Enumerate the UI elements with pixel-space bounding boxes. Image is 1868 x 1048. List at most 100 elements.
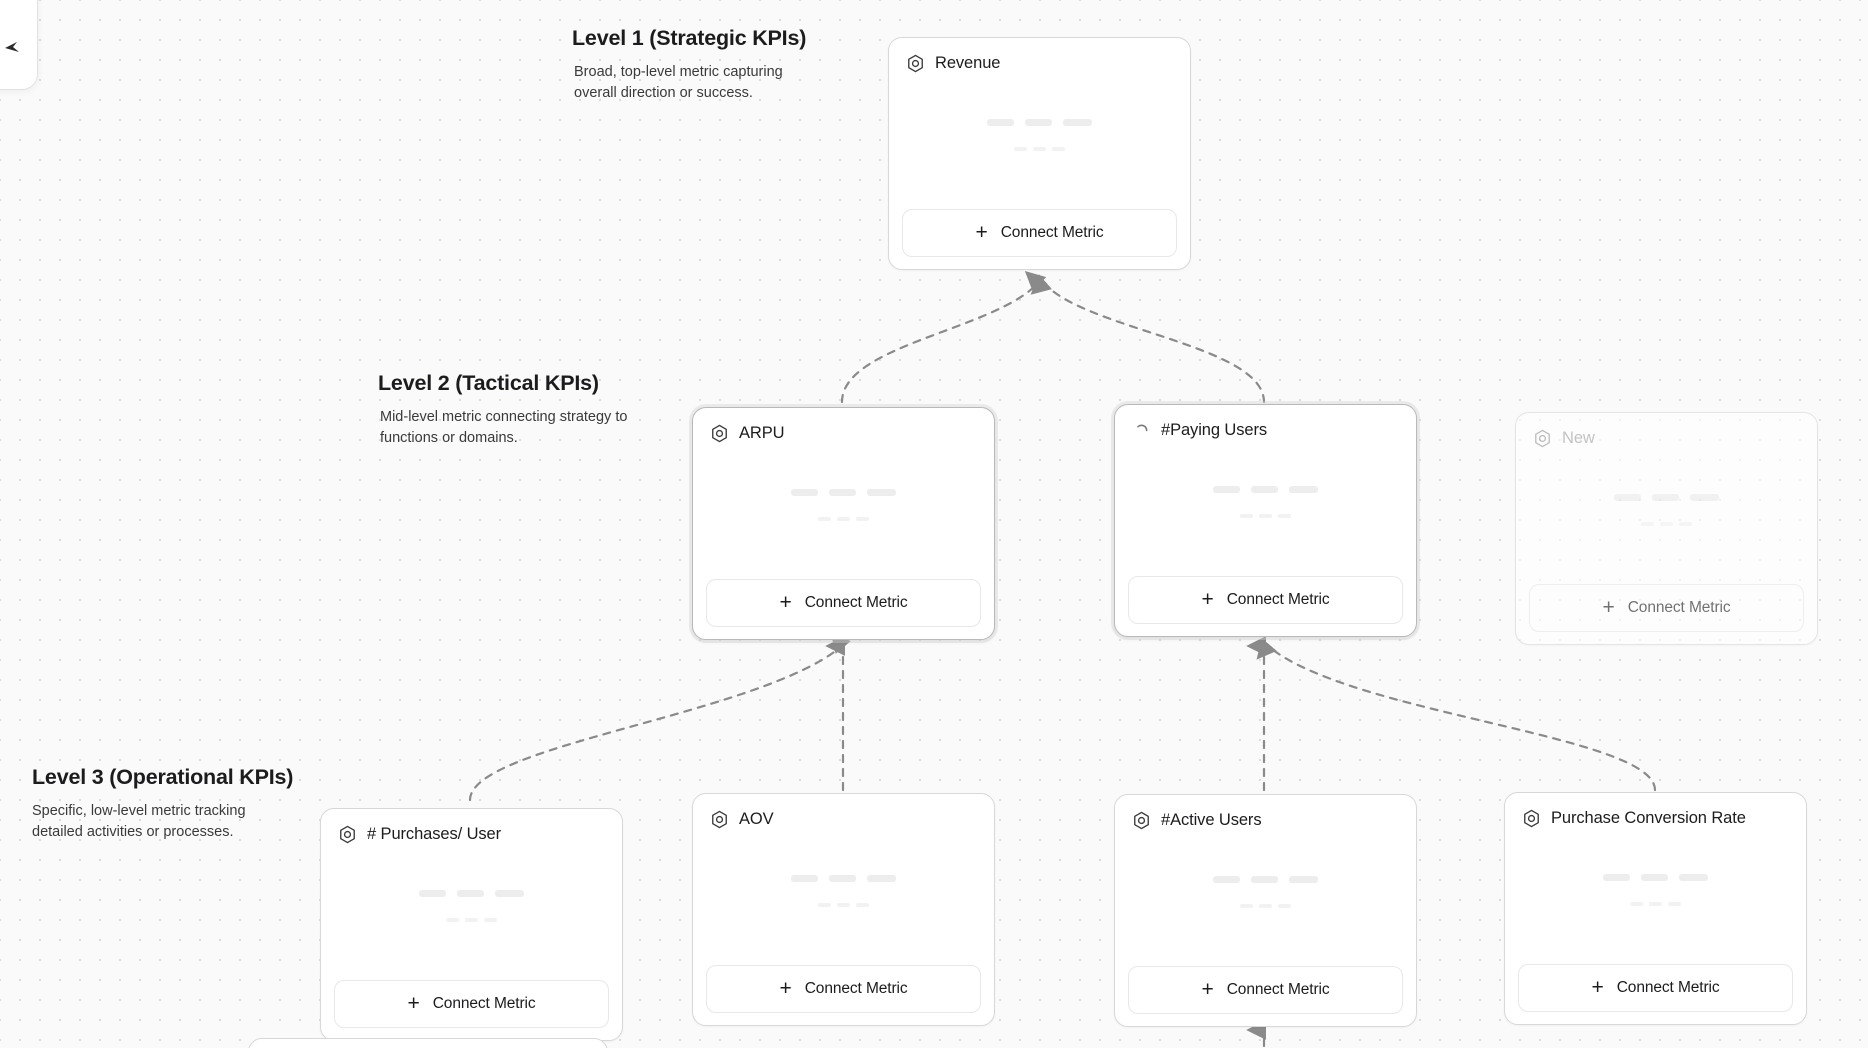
card-title: # Purchases/ User — [367, 825, 502, 843]
skeleton-row-primary — [1614, 494, 1719, 501]
metric-card-paying-users[interactable]: #Paying Users + Connect Metric — [1114, 404, 1417, 637]
skeleton-row-secondary — [818, 903, 869, 907]
metric-card-revenue[interactable]: Revenue + Connect Metric — [888, 37, 1191, 270]
card-title: ARPU — [739, 424, 785, 442]
skeleton-bar — [1014, 147, 1027, 151]
skeleton-bar — [1668, 902, 1681, 906]
offscreen-panel[interactable] — [0, 0, 38, 90]
skeleton-row-primary — [1603, 874, 1708, 881]
plus-icon: + — [779, 976, 792, 1000]
edge-payingusers-to-revenue — [1030, 274, 1266, 404]
card-header: #Paying Users — [1128, 418, 1403, 440]
skeleton-bar — [419, 890, 446, 897]
card-title: #Active Users — [1161, 811, 1262, 829]
level-3-description: Specific, low-level metric tracking deta… — [32, 803, 246, 840]
skeleton-bar — [791, 875, 818, 882]
plus-icon: + — [1201, 587, 1214, 611]
skeleton-bar — [1649, 902, 1662, 906]
skeleton-bar — [1033, 147, 1046, 151]
skeleton-row-secondary — [1014, 147, 1065, 151]
skeleton-bar — [1690, 494, 1719, 501]
skeleton-bar — [1063, 119, 1092, 126]
connect-metric-label: Connect Metric — [1616, 979, 1720, 996]
skeleton-bar — [1259, 904, 1272, 908]
skeleton-bar — [1240, 514, 1253, 518]
metric-card-purchase-conversion-rate[interactable]: Purchase Conversion Rate + Connect Metri… — [1504, 792, 1807, 1025]
skeleton-row-primary — [791, 875, 896, 882]
card-placeholder-body — [706, 443, 981, 567]
card-title: New — [1562, 429, 1595, 447]
skeleton-bar — [1652, 494, 1679, 501]
connect-metric-button[interactable]: + Connect Metric — [1518, 964, 1793, 1012]
skeleton-bar — [465, 918, 478, 922]
skeleton-bar — [867, 875, 896, 882]
metric-card-offscreen-bottom[interactable] — [248, 1038, 608, 1048]
skeleton-bar — [1213, 876, 1240, 883]
skeleton-bar — [837, 517, 850, 521]
connect-metric-button[interactable]: + Connect Metric — [1128, 576, 1403, 624]
metric-card-purchases-per-user[interactable]: # Purchases/ User + Connect Metric — [320, 808, 623, 1041]
card-title: Purchase Conversion Rate — [1551, 809, 1746, 827]
skeleton-bar — [446, 918, 459, 922]
edge-arpu-to-revenue — [840, 270, 1047, 404]
connect-metric-label: Connect Metric — [1226, 981, 1330, 998]
level-1-title: Level 1 (Strategic KPIs) — [572, 26, 807, 50]
hexagon-metric-icon — [712, 810, 727, 829]
card-header: ARPU — [706, 421, 981, 443]
plus-icon: + — [407, 991, 420, 1015]
card-header: Revenue — [902, 51, 1177, 73]
connect-metric-button[interactable]: + Connect Metric — [706, 579, 981, 627]
connect-metric-button[interactable]: + Connect Metric — [1529, 584, 1804, 632]
skeleton-bar — [1641, 522, 1654, 526]
cursor-glyph-icon — [5, 42, 19, 52]
connect-metric-button[interactable]: + Connect Metric — [1128, 966, 1403, 1014]
connect-metric-button[interactable]: + Connect Metric — [706, 965, 981, 1013]
connect-metric-button[interactable]: + Connect Metric — [334, 980, 609, 1028]
hexagon-metric-icon — [712, 424, 727, 443]
skeleton-bar — [1679, 522, 1692, 526]
plus-icon: + — [975, 220, 988, 244]
skeleton-bar — [1052, 147, 1065, 151]
card-title: #Paying Users — [1161, 421, 1267, 439]
card-placeholder-body — [1128, 830, 1403, 954]
skeleton-bar — [1025, 119, 1052, 126]
edge-conversion-to-payingusers — [1256, 638, 1657, 792]
connect-metric-label: Connect Metric — [804, 594, 908, 611]
skeleton-bar — [1679, 874, 1708, 881]
level-3-title: Level 3 (Operational KPIs) — [32, 765, 294, 789]
metric-card-new[interactable]: New + Connect Metric — [1515, 412, 1818, 645]
card-title: AOV — [739, 810, 774, 828]
skeleton-bar — [1603, 874, 1630, 881]
metric-card-aov[interactable]: AOV + Connect Metric — [692, 793, 995, 1026]
skeleton-bar — [1240, 904, 1253, 908]
hexagon-metric-icon — [908, 54, 923, 73]
metric-card-arpu[interactable]: ARPU + Connect Metric — [692, 407, 995, 640]
connect-metric-label: Connect Metric — [432, 995, 536, 1012]
connect-metric-label: Connect Metric — [1226, 591, 1330, 608]
skeleton-row-primary — [419, 890, 524, 897]
level-2-label: Level 2 (Tactical KPIs) Mid-level metric… — [378, 371, 630, 448]
skeleton-bar — [856, 517, 869, 521]
edge-purchases-to-arpu — [468, 632, 851, 802]
skeleton-row-secondary — [1240, 514, 1291, 518]
skeleton-bar — [791, 489, 818, 496]
card-header: AOV — [706, 807, 981, 829]
skeleton-bar — [495, 890, 524, 897]
skeleton-bar — [1213, 486, 1240, 493]
card-placeholder-body — [1128, 440, 1403, 564]
card-placeholder-body — [1518, 828, 1793, 952]
skeleton-bar — [1641, 874, 1668, 881]
plus-icon: + — [1591, 975, 1604, 999]
card-header: New — [1529, 426, 1804, 448]
connect-metric-button[interactable]: + Connect Metric — [902, 209, 1177, 257]
level-1-label: Level 1 (Strategic KPIs) Broad, top-leve… — [572, 26, 824, 103]
card-placeholder-body — [1529, 448, 1804, 572]
skeleton-bar — [1289, 486, 1318, 493]
skeleton-bar — [837, 903, 850, 907]
skeleton-bar — [1614, 494, 1641, 501]
metric-card-active-users[interactable]: #Active Users + Connect Metric — [1114, 794, 1417, 1027]
skeleton-row-secondary — [1240, 904, 1291, 908]
hexagon-metric-icon — [1535, 429, 1550, 448]
skeleton-row-primary — [1213, 876, 1318, 883]
